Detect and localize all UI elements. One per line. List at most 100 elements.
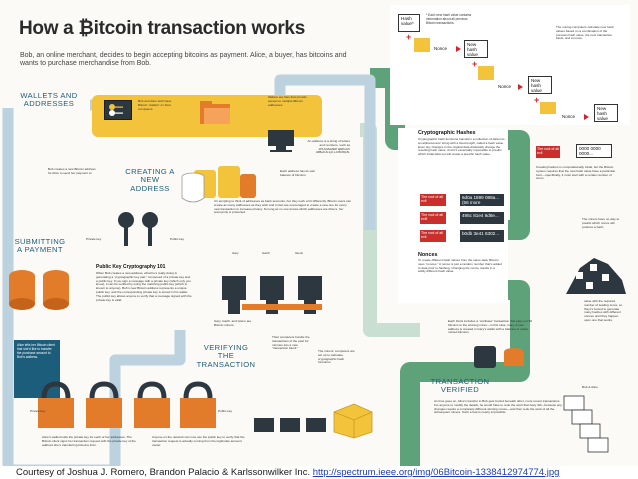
pkc-box: Private key Public key Public Key Crypto… [86,210,196,360]
target-root-label: The root of all evil [536,146,560,158]
keys-icon [118,212,158,246]
nonces-heading: Nonces [418,252,438,258]
new-hash-box-2: New hash value [528,76,552,94]
arrow-right-icon-3 [584,114,589,120]
hash-row-1-text: The root of all evil [420,194,446,206]
plus-icon-2: + [472,59,478,69]
monitor-icon [268,130,294,152]
hash-row-2-text: The root of all evil! [420,212,446,224]
public-key-bottom: Public key [218,409,233,413]
nonce-label-1: Nonce [434,46,448,51]
coinbase-coins [470,342,530,372]
cylinder-icon [181,172,205,203]
hashes-panel: Cryptographic Hashes Cryptographic hash … [398,128,508,303]
credit-bar [0,466,638,479]
submitting-heading: SUBMITTING A PAYMENT [14,237,66,255]
address-desc: An address is a string of letters and nu… [307,139,350,155]
hash-row-3-text: The root of all evil [420,230,446,242]
dice-pile-icon [566,258,626,294]
verifying-heading: VERIFYING THE TRANSACTION [196,343,256,369]
block-stack-illustration [560,392,620,458]
public-key-label: Public key [170,237,185,241]
new-hash-box-1: New hash value [464,40,488,58]
block-icon-1 [414,38,430,52]
block-stack-icon [563,395,609,453]
wallets-panel: WALLETS AND ADDRESSES [18,91,80,132]
bob-creates-text: Bob creates a new Bitcoin address for Al… [48,167,96,175]
wallets-heading: WALLETS AND ADDRESSES [20,91,78,109]
coin-stack-icon [194,166,256,198]
miners-illustration [222,256,340,316]
hashes-body: Cryptographic hash functions transform a… [418,137,505,157]
hash-row-2-value: 495c 81e4 6d8e... [460,212,504,224]
each-address-note: Each address has its own balance of bitc… [280,169,316,177]
pkc-heading: Public Key Cryptography 101 [96,264,166,270]
create-heading: CREATING A NEW ADDRESS [125,167,175,193]
computers-icon [254,418,326,432]
credit-link[interactable]: http://spectrum.ieee.org/img/06Bitcoin-1… [312,467,560,478]
miner-name-glenn: Glenn [295,251,304,255]
plus-icon-3: + [534,95,540,105]
block-icon-3 [540,102,556,114]
chain-bg [390,5,630,125]
locks-illustration [30,380,220,432]
creating-hashes-note: Creating hashes is computationally trivi… [536,165,616,181]
target-zeros: 0000 0000 0000... [576,144,612,158]
hash-value-box: Hash value* [398,14,420,32]
keep-trying-text: value with the required number of leadin… [584,299,623,322]
nonce-label-2: Nonce [498,84,512,89]
credit-line: Courtesy of Joshua J. Romero, Brandon Pa… [16,467,559,478]
blank-cylinder [180,172,206,204]
alice-tells-text: Alice tells her Bitcoin client that she’… [17,343,55,359]
verified-heading: TRANSACTION VERIFIED [430,377,490,395]
folder-icon [200,101,230,124]
new-hash-box-3: New hash value [594,104,618,122]
monitor-illustration [262,128,300,156]
keys-screen-icon [109,104,123,116]
block-icon-2 [478,66,494,80]
tempting-note: It’s tempting to think of addresses as b… [214,199,352,215]
dice-pile-illustration [560,250,630,296]
credit-text: Courtesy of Joshua J. Romero, Brandon Pa… [16,467,313,478]
coins-icon [9,270,69,310]
arrow-right-icon-1 [456,46,461,52]
plus-icon-1: + [406,32,412,42]
page-title: How a ₿itcoin transaction works [19,18,305,39]
anyone-verify-text: Anyone on the network can now use the pu… [152,435,245,447]
miners-icon [222,276,322,314]
wallet-screen-icon [104,100,132,120]
miners-no-way: The miners have no way to predict which … [582,217,620,229]
hashes-heading: Cryptographic Hashes [418,130,476,136]
verified-text: As time goes on, Alice’s transfer to Bob… [434,399,562,415]
miners-puzzle-text: The miners’ computers are set up to calc… [318,349,355,365]
private-key-bottom: Private key [30,409,46,413]
wallet-file-icon [198,98,236,128]
coins-illustration [190,162,260,200]
mining-note: The mining computers calculate new hash … [556,25,614,41]
wallet-both-have: Bob and Alice both have Bitcoin “wallets… [138,99,172,111]
pkc-body: When Bob creates a new address, what he’… [96,271,192,302]
coinbase-icon [474,346,524,368]
alice-tells-box: Alice tells her Bitcoin client that she’… [14,340,60,398]
miner-computers [250,410,330,450]
hash-footnote: * Each new hash value contains informati… [426,13,472,25]
computers-bundle-text: Their computers bundle the transactions … [272,335,310,351]
nonce-label-3: Nonce [562,114,576,119]
miner-name-gary: Gary [232,251,239,255]
miners-label: Gary, Garth, and Glenn are Bitcoin miner… [214,319,252,327]
each-block-text: Each block includes a “coinbase” transac… [448,319,533,335]
hash-row-1-value: 6d0a 1899 088a... (56 more characters) [460,194,504,210]
miner-name-garth: Garth [262,251,270,255]
arrow-right-icon-2 [518,84,523,90]
wallet-holds-text: Alice’s wallet holds the private key for… [42,435,136,447]
hash-row-3-value: b0db 3e41 6302... [460,230,504,242]
page-subtitle: Bob, an online merchant, decides to begi… [20,52,347,68]
transaction-block-cube [330,400,376,440]
coins-submitting [4,268,78,312]
wallet-files-note: Wallets are files that provide access to… [268,95,307,107]
cube-icon [333,403,373,439]
lock-icons [38,381,216,428]
private-key-label: Private key [86,237,102,241]
